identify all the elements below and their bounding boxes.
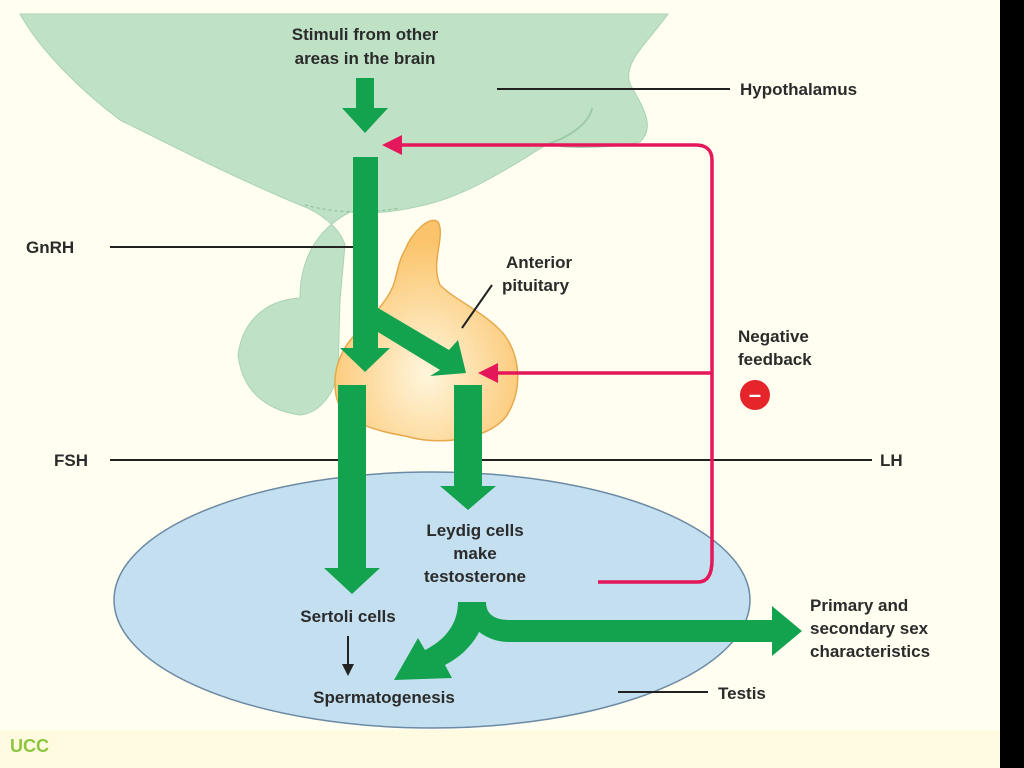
minus-symbol: – bbox=[749, 382, 761, 407]
footer-band bbox=[0, 730, 1000, 768]
feedback-line bbox=[398, 143, 714, 584]
characteristics-label-line2: secondary sex bbox=[810, 619, 929, 638]
characteristics-label-line3: characteristics bbox=[810, 642, 930, 661]
negative-minus-icon bbox=[740, 380, 770, 410]
characteristics-label-line1: Primary and bbox=[810, 596, 908, 615]
leydig-label-line1: Leydig cells bbox=[426, 521, 523, 540]
hormone-arrows bbox=[324, 78, 802, 680]
fsh-label: FSH bbox=[54, 451, 88, 470]
slide: – Stimuli from other areas in the brain … bbox=[0, 0, 1000, 768]
hypothalamus-outline bbox=[547, 107, 593, 145]
pituitary-leader-line bbox=[461, 284, 493, 329]
spermatogenesis-label: Spermatogenesis bbox=[313, 688, 455, 707]
hpg-axis-diagram: – Stimuli from other areas in the brain … bbox=[19, 13, 930, 729]
gnrh-label: GnRH bbox=[26, 238, 74, 257]
anterior-pituitary-label-line1: Anterior bbox=[506, 253, 573, 272]
sertoli-arrow-head bbox=[342, 664, 354, 676]
feedback-arrowhead-hypothalamus bbox=[382, 135, 402, 155]
fsh-arrow bbox=[324, 385, 380, 594]
hypothalamus-label: Hypothalamus bbox=[740, 80, 857, 99]
testosterone-spermatogenesis-arrow bbox=[394, 602, 486, 680]
negative-feedback-loop bbox=[382, 135, 714, 584]
lh-label: LH bbox=[880, 451, 903, 470]
testis-shape bbox=[113, 471, 751, 729]
leydig-label-line2: make bbox=[453, 544, 496, 563]
lh-arrow bbox=[440, 385, 496, 510]
stimuli-arrow bbox=[342, 78, 388, 133]
negative-feedback-label-line2: feedback bbox=[738, 350, 812, 369]
stimuli-label-line2: areas in the brain bbox=[295, 49, 436, 68]
negative-feedback-label-line1: Negative bbox=[738, 327, 809, 346]
stimuli-label-line1: Stimuli from other bbox=[292, 25, 439, 44]
testosterone-characteristics-arrow bbox=[458, 602, 802, 656]
feedback-arrowhead-pituitary bbox=[478, 363, 498, 383]
gnrh-fsh-arrow bbox=[340, 157, 390, 372]
ucc-logo: UCC bbox=[10, 736, 49, 756]
testis-label: Testis bbox=[718, 684, 766, 703]
anterior-pituitary-label-line2: pituitary bbox=[502, 276, 570, 295]
right-black-bar bbox=[1000, 0, 1024, 768]
brain-divider bbox=[304, 204, 401, 213]
leydig-label-line3: testosterone bbox=[424, 567, 526, 586]
gnrh-lh-branch-arrow bbox=[378, 308, 466, 376]
sertoli-label: Sertoli cells bbox=[300, 607, 395, 626]
